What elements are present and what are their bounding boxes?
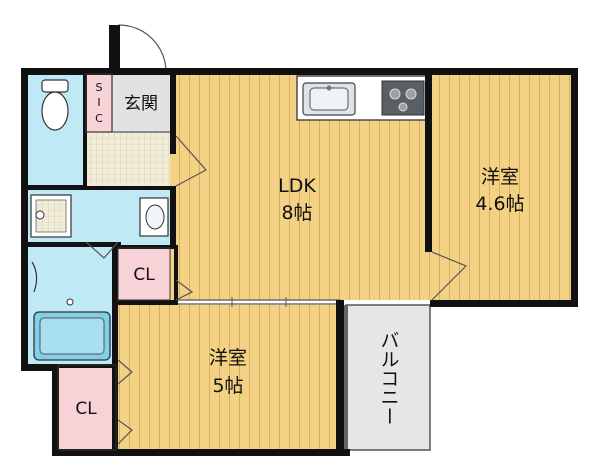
kitchen-counter [296, 75, 429, 121]
western-room-1-label: 洋室 [481, 166, 519, 188]
western-room-1-size: 4.6帖 [475, 193, 524, 215]
stove-icon [381, 80, 425, 116]
hall-floor [86, 132, 170, 189]
washing-machine-icon [30, 194, 72, 238]
ldk-size: 8帖 [281, 202, 312, 224]
walls [21, 25, 578, 456]
entrance-floor [112, 74, 170, 132]
western-room-1-floor [432, 74, 572, 300]
balcony-floor [346, 305, 430, 450]
door-swings [85, 135, 468, 445]
closet-1-box [118, 248, 170, 300]
closet-2-box [58, 365, 116, 450]
closet-2-label: CL [75, 399, 97, 419]
western-room-2-floor [116, 305, 340, 450]
closet-1-label: CL [133, 265, 155, 285]
entrance-label: 玄関 [124, 94, 158, 114]
balcony-label: バルコニー [378, 331, 400, 426]
shoe-closet-box [86, 74, 112, 132]
wash-basin-icon [139, 197, 169, 237]
ldk-label: LDK [278, 175, 316, 197]
toilet-icon [41, 79, 69, 131]
shower-icon [31, 261, 74, 306]
western-room-2-size: 5帖 [212, 375, 243, 397]
shoe-closet-label-i: I [97, 96, 100, 109]
sliding-door [176, 297, 340, 307]
bathtub-icon [33, 311, 111, 361]
shoe-closet-label-c: C [95, 112, 103, 125]
western-room-2-label: 洋室 [209, 347, 247, 369]
shoe-closet-label-s: S [96, 81, 103, 94]
